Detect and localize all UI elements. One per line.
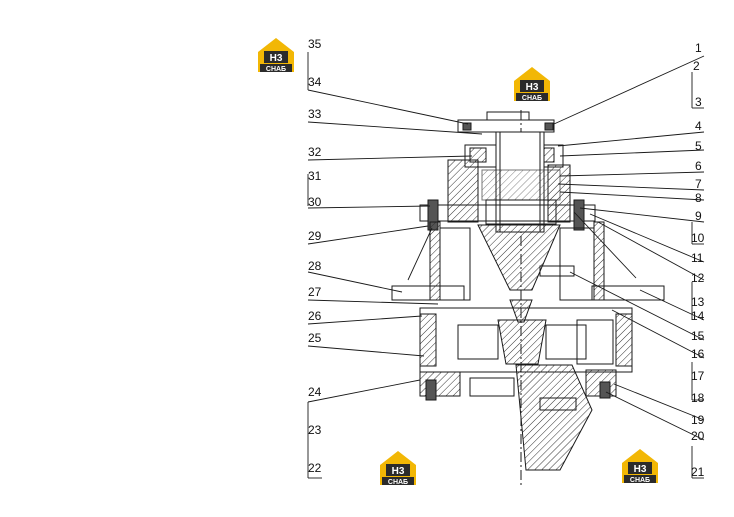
callout-4: 4 [695, 119, 702, 133]
callout-28: 28 [308, 259, 322, 273]
callout-24: 24 [308, 385, 322, 399]
callout-31: 31 [308, 169, 322, 183]
callout-3: 3 [695, 95, 702, 109]
callout-11: 11 [691, 251, 704, 265]
callout-27: 27 [308, 285, 322, 299]
logo-top-left: H3 СНАБ [258, 38, 294, 73]
callout-26: 26 [308, 309, 322, 323]
logo-mark: H3 [270, 53, 283, 64]
callout-10: 10 [691, 231, 705, 245]
callout-29: 29 [308, 229, 322, 243]
callout-14: 14 [691, 309, 705, 323]
callout-12: 12 [691, 271, 705, 285]
callouts-right: 1 2 3 4 5 6 7 8 9 10 11 12 13 14 15 16 1… [691, 41, 705, 479]
logo-caption: СНАБ [630, 477, 650, 484]
callout-6: 6 [695, 159, 702, 173]
logo-top-center: H3 СНАБ [514, 67, 550, 102]
callout-16: 16 [691, 347, 705, 361]
callout-23: 23 [308, 423, 322, 437]
logo-mark: H3 [526, 82, 539, 93]
callout-32: 32 [308, 145, 322, 159]
callout-30: 30 [308, 195, 322, 209]
callout-19: 19 [691, 413, 705, 427]
callout-17: 17 [691, 369, 705, 383]
callout-1: 1 [695, 41, 702, 55]
callout-35: 35 [308, 37, 322, 51]
logo-bottom-right: H3 СНАБ [622, 449, 658, 484]
callout-9: 9 [695, 209, 702, 223]
callout-33: 33 [308, 107, 322, 121]
callout-18: 18 [691, 391, 705, 405]
callout-8: 8 [695, 191, 702, 205]
callout-21: 21 [691, 465, 705, 479]
callout-34: 34 [308, 75, 322, 89]
logo-caption: СНАБ [388, 479, 408, 486]
callouts-left: 35 34 33 32 31 30 29 28 27 26 25 24 23 2… [308, 37, 322, 475]
logo-caption: СНАБ [266, 66, 286, 73]
callout-20: 20 [691, 429, 705, 443]
callout-13: 13 [691, 295, 705, 309]
callout-22: 22 [308, 461, 322, 475]
callout-2: 2 [693, 59, 700, 73]
callout-15: 15 [691, 329, 705, 343]
callout-5: 5 [695, 139, 702, 153]
logo-bottom-left: H3 СНАБ [380, 451, 416, 486]
logo-caption: СНАБ [522, 95, 542, 102]
callout-25: 25 [308, 331, 322, 345]
callout-lines [307, 52, 705, 479]
logo-mark: H3 [634, 464, 647, 475]
callout-7: 7 [695, 177, 702, 191]
assembly-drawing [391, 110, 665, 485]
logo-mark: H3 [392, 466, 405, 477]
